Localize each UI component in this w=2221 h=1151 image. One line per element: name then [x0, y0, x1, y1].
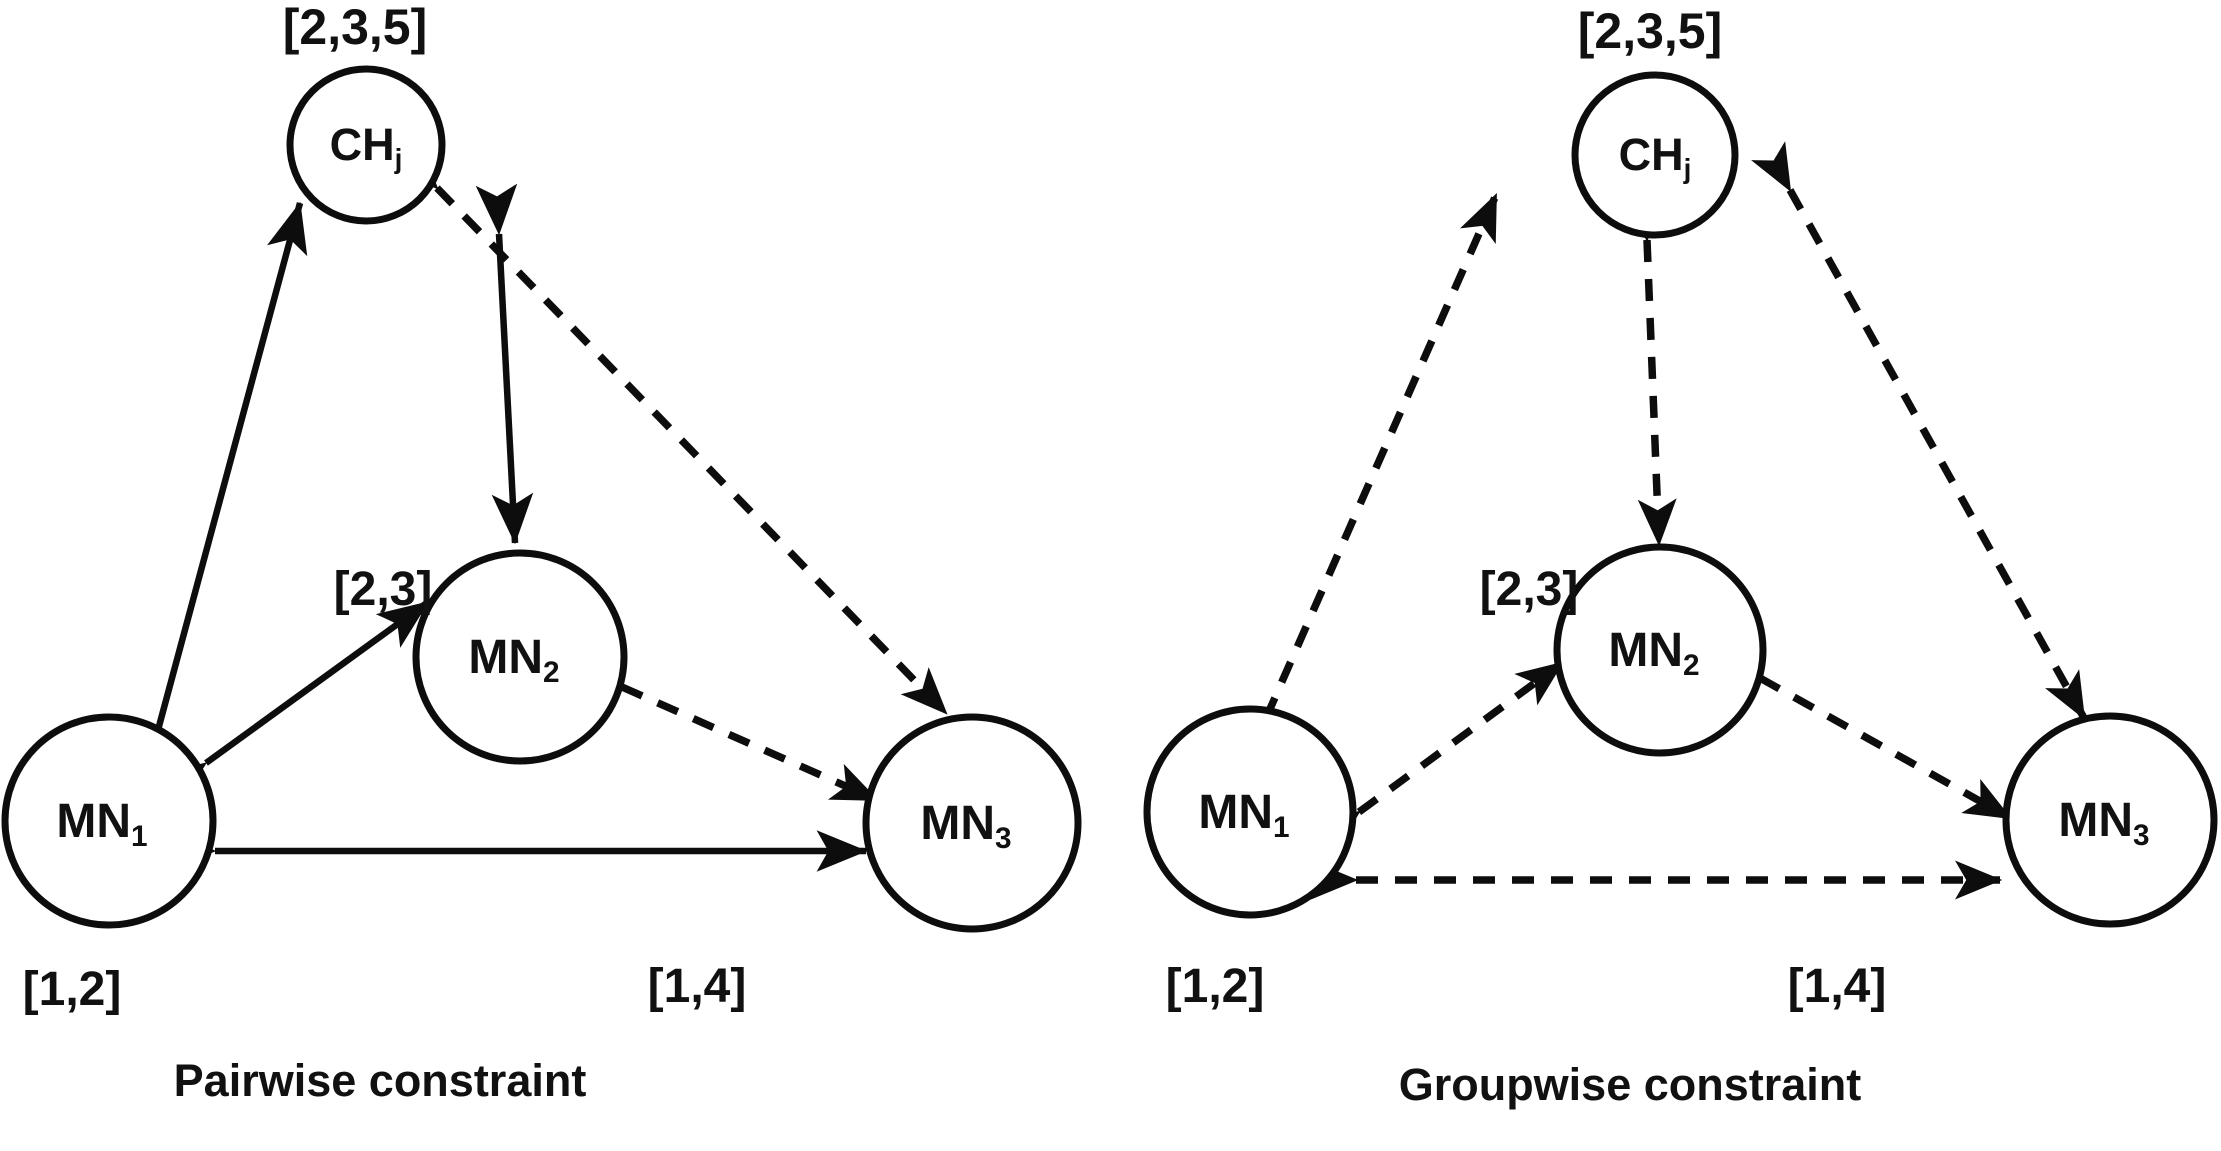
node-mn1-label: MN1: [1198, 786, 1289, 844]
edge-mn1-ch: [125, 201, 308, 784]
edge-group-groupwise: [1230, 141, 2088, 900]
node-mn1-pairwise[interactable]: MN1: [1, 713, 217, 929]
node-ch-circle[interactable]: [1571, 71, 1739, 239]
panel-caption-pairwise: Pairwise constraint: [174, 1055, 587, 1106]
node-mn2-label: MN2: [468, 631, 559, 689]
range-label-mn2: [2,3]: [334, 563, 433, 616]
node-mn1-label: MN1: [56, 795, 147, 853]
edge-mn2-mn3: [572, 650, 880, 804]
node-mn3-label: MN3: [2058, 794, 2149, 852]
node-ch-groupwise[interactable]: CHj: [1571, 71, 1739, 239]
panel-pairwise: CHj MN2 MN1 MN3 [2,3,5] [2,3] [1,2] [1,4…: [1, 0, 1082, 1106]
panel-groupwise: CHj MN2 MN1 MN3 [2,3,5] [2,3] [1,2] [1,4…: [1143, 3, 2218, 1110]
node-mn2-circle[interactable]: [412, 549, 628, 765]
node-ch-circle[interactable]: [286, 65, 446, 225]
range-label-ch: [2,3,5]: [283, 0, 428, 55]
edge-ch-mn3: [1751, 141, 2088, 720]
edge-group-pairwise: [125, 142, 949, 872]
node-ch-pairwise[interactable]: CHj: [286, 65, 446, 225]
edge-mn1-ch: [1230, 192, 1500, 768]
node-mn2-pairwise[interactable]: MN2: [412, 549, 628, 765]
panel-caption-groupwise: Groupwise constraint: [1399, 1059, 1862, 1110]
node-mn3-circle[interactable]: [2002, 712, 2218, 928]
range-label-ch: [2,3,5]: [1578, 3, 1723, 59]
edge-mn2-mn3: [1711, 638, 2012, 822]
node-mn1-groupwise[interactable]: MN1: [1143, 705, 1357, 919]
node-mn1-circle[interactable]: [1143, 705, 1357, 919]
edge-ch-mn2: [475, 183, 534, 545]
node-ch-label: CHj: [330, 119, 403, 174]
node-mn3-pairwise[interactable]: MN3: [862, 713, 1082, 933]
node-mn3-groupwise[interactable]: MN3: [2002, 712, 2218, 928]
range-label-mn3: [1,4]: [1788, 960, 1887, 1013]
range-label-mn2: [2,3]: [1480, 563, 1579, 616]
node-mn2-groupwise[interactable]: MN2: [1553, 543, 1767, 757]
range-label-mn1: [1,2]: [1166, 960, 1265, 1013]
range-label-mn3: [1,4]: [648, 960, 747, 1013]
edge-ch-mn2: [1625, 194, 1677, 547]
node-ch-label: CHj: [1619, 129, 1692, 184]
range-label-mn1: [1,2]: [23, 963, 122, 1016]
edge-mn1-mn2: [153, 599, 430, 809]
node-mn3-circle[interactable]: [862, 713, 1082, 933]
node-mn3-label: MN3: [920, 797, 1011, 855]
edge-mn1-mn2: [1311, 659, 1565, 855]
node-mn1-circle[interactable]: [1, 713, 217, 929]
node-mn2-circle[interactable]: [1553, 543, 1767, 757]
node-mn2-label: MN2: [1608, 624, 1699, 682]
edge-ch-mn3: [391, 142, 949, 716]
